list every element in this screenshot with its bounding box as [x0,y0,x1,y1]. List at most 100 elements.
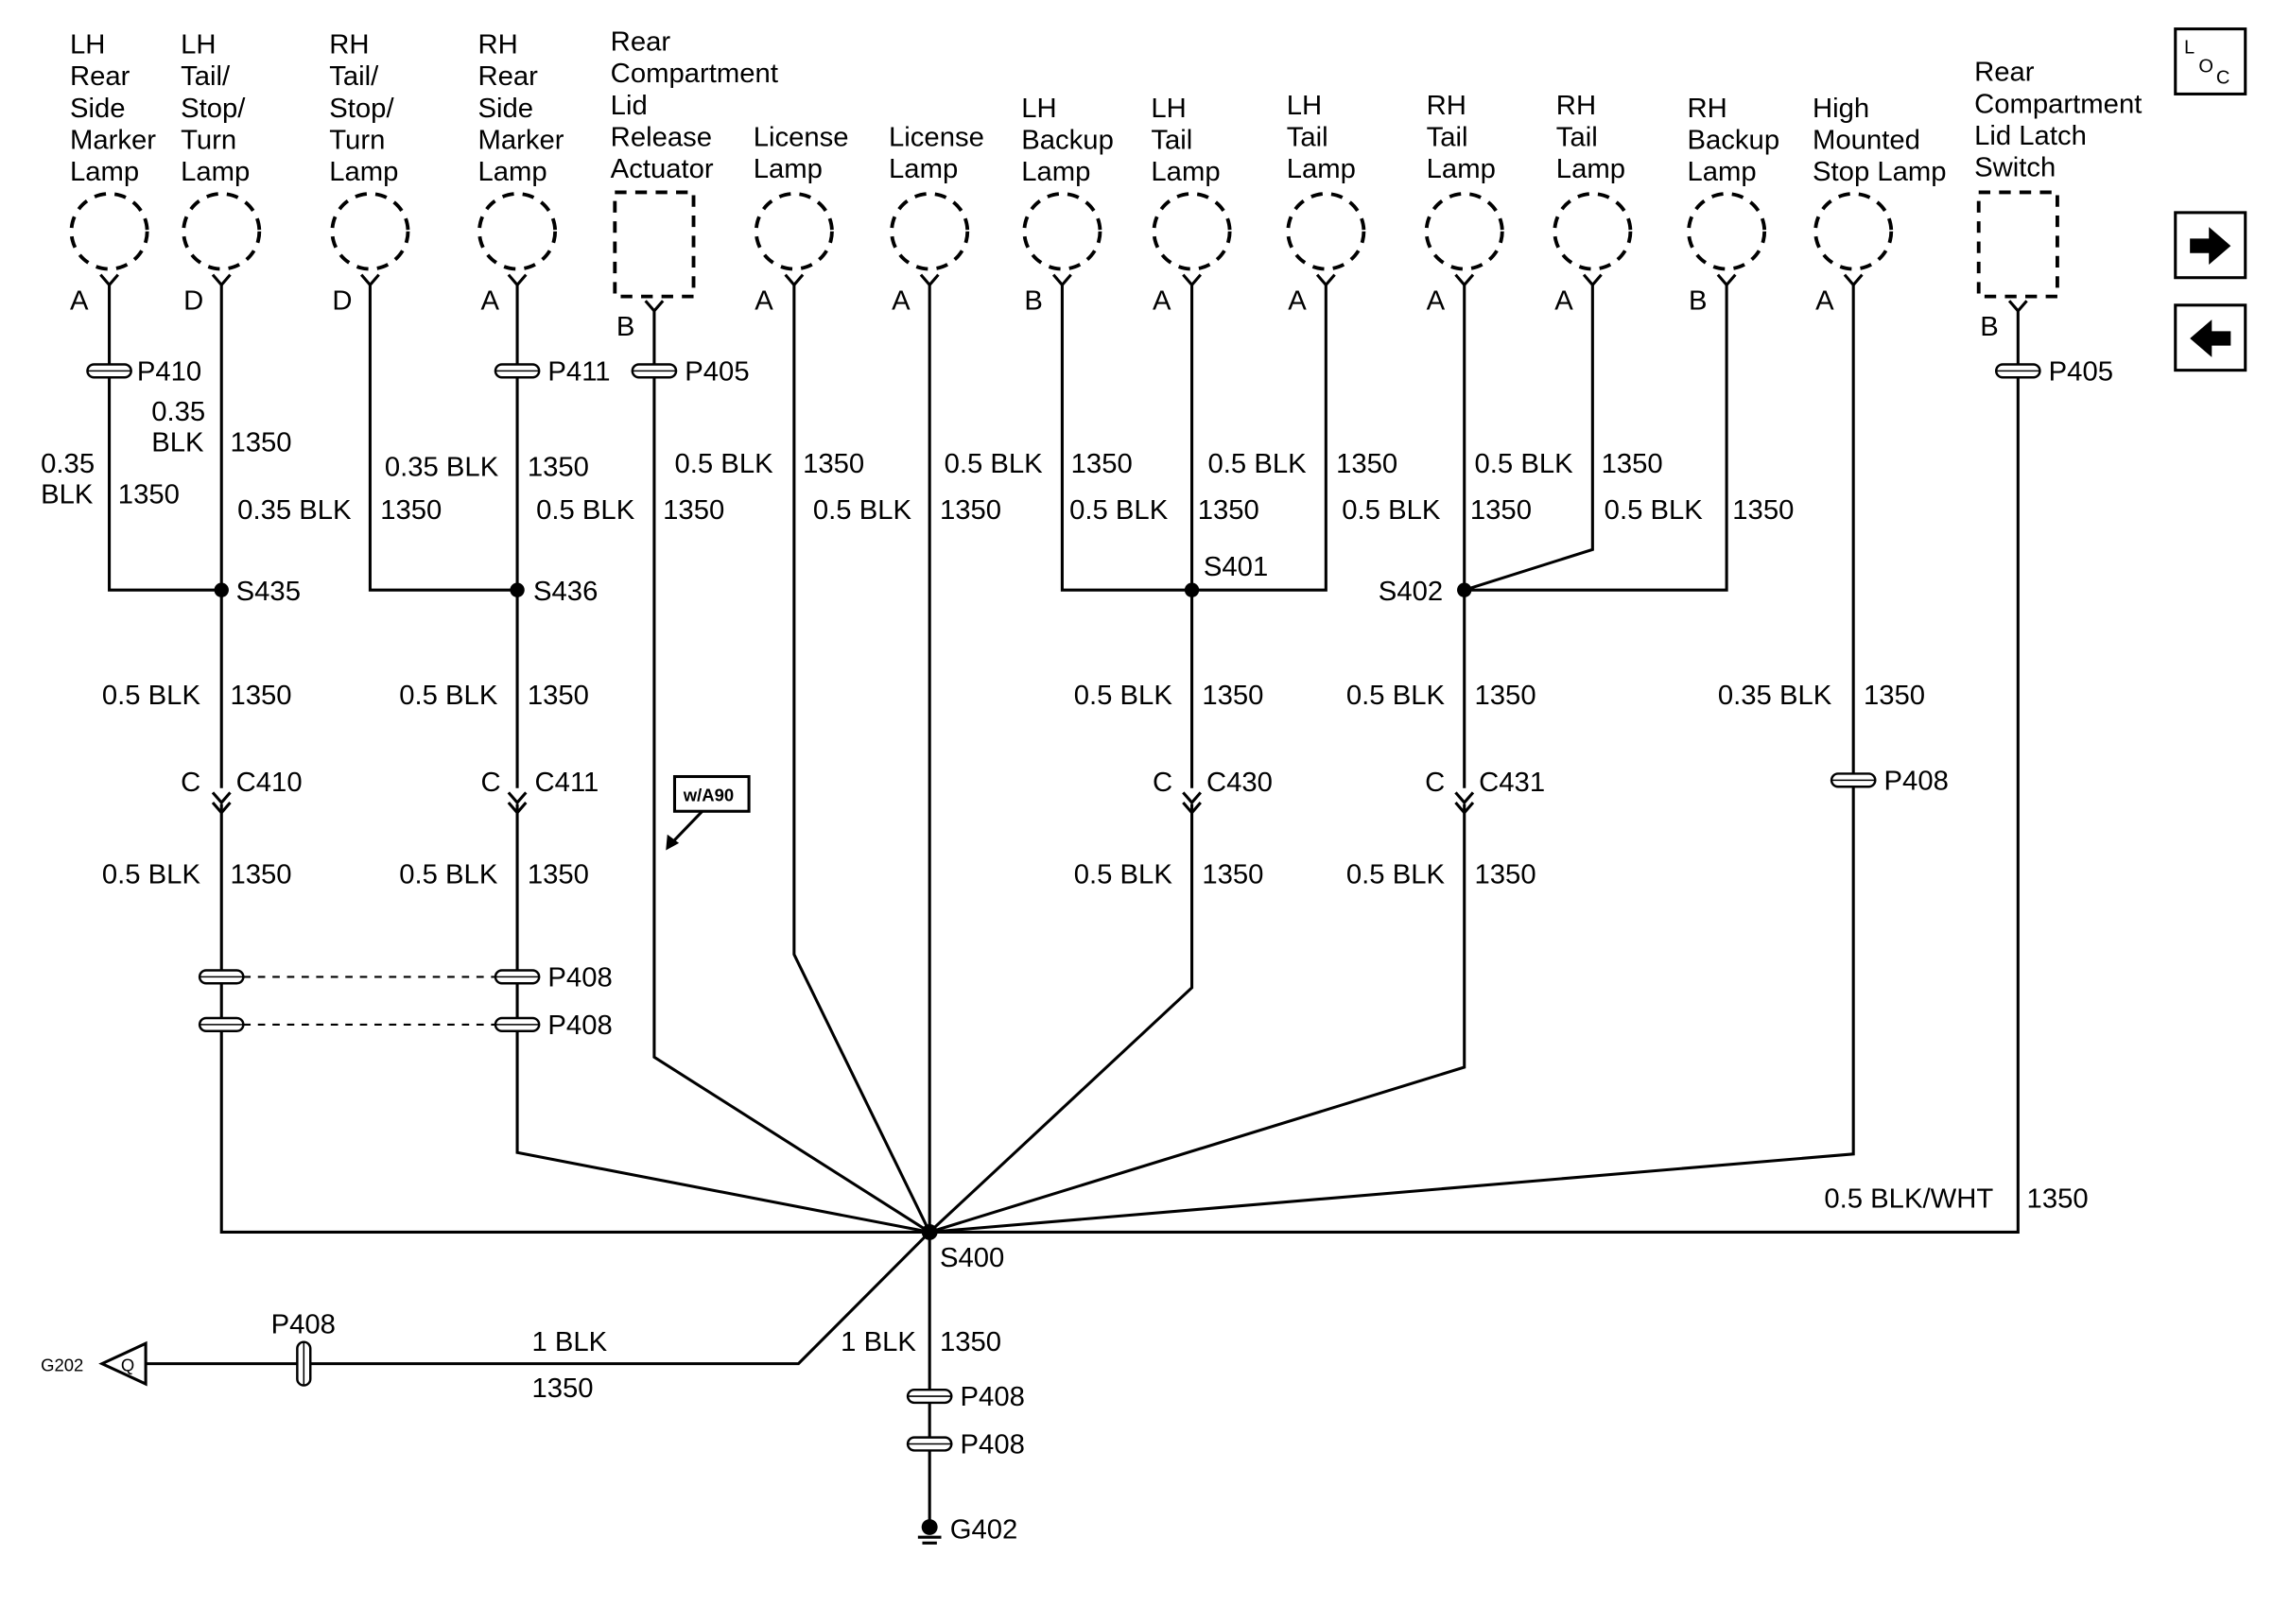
terminal-icon [1843,273,1864,287]
connector-label-c411: C411 [535,768,599,798]
circuit-label: 1350 [803,449,864,479]
back-arrow-button[interactable] [2174,303,2247,372]
circuit-label: 1350 [1336,449,1397,479]
wire-label: 1 BLK [531,1327,607,1357]
label-high-mounted-stop-lamp: High Mounted Stop Lamp [1813,94,1947,187]
wire-rh-tail-backup [1464,285,1728,592]
label-rh-tail-lamp-1: RH Tail Lamp [1427,91,1496,184]
pin-label: B [1024,285,1043,316]
circuit-label: 1350 [940,495,1001,526]
switch-box-icon [1976,190,2059,299]
terminal-icon [211,273,232,287]
loc-icon-c: C [2216,68,2230,89]
wires [108,285,2020,1522]
pin-label: A [1288,285,1307,316]
connector-pin-c: C [1425,768,1445,798]
wire-labels: 0.35 BLK 1350 0.35 BLK 1350 0.35 BLK 135… [41,397,2089,1404]
splice-label-s436: S436 [533,577,598,607]
connector-label-p408: P408 [961,1430,1025,1460]
label-lh-tail-stop-turn-lamp: LH Tail/ Stop/ Turn Lamp [181,30,252,188]
wire-label: 0.5 BLK [1074,860,1173,890]
label-lh-tail-lamp-2: LH Tail Lamp [1287,91,1356,184]
wire-label: 0.5 BLK [1475,449,1574,479]
wire-s401-to-s400 [928,803,1194,1234]
wire-gauge-label: 0.35 [41,449,95,479]
wire-label: 0.35 BLK [237,495,352,526]
splice-dot [510,582,525,597]
wire-lh-rear-side-marker [108,285,222,592]
lamp-icon [477,192,558,271]
label-rh-backup-lamp: RH Backup Lamp [1688,94,1788,187]
terminal-icon [507,273,528,287]
splice-label-s435: S435 [236,577,301,607]
circuit-label: 1350 [1864,681,1925,711]
terminal-icon [784,273,805,287]
wire-label: 0.5 BLK [102,681,201,711]
callout-leader-line [668,810,703,846]
lamp-icon [1553,192,1633,271]
connector-pin-c: C [1153,768,1172,798]
wire-label: 0.5 BLK [1346,681,1446,711]
connector-label-c410: C410 [236,768,303,798]
pin-label: A [1427,285,1446,316]
label-rear-compartment-lid-release-actuator: Rear Compartment Lid Release Actuator [611,27,786,185]
wire-gauge-label: 0.35 [151,397,205,427]
circuit-label: 1350 [528,452,589,482]
ground-label-g402: G402 [950,1515,1018,1546]
label-rh-tail-stop-turn-lamp: RH Tail/ Stop/ Turn Lamp [329,30,401,188]
terminal-icon [919,273,940,287]
loc-icon[interactable]: L O C [2174,27,2247,95]
wire-label: 0.5 BLK [1346,860,1446,890]
lamp-icon [330,192,410,271]
wire-label: 0.5 BLK [1208,449,1308,479]
pin-letters: A D D A B A A B A A A A B A B [70,285,1999,341]
circuit-label: 1350 [2027,1184,2089,1215]
wire-s402-to-s400 [928,803,1466,1234]
loc-icon-o: O [2198,57,2213,78]
pin-label: A [1815,285,1834,316]
splice-dot [1457,582,1472,597]
forward-arrow-button[interactable] [2174,211,2247,280]
terminal-icon [1051,273,1072,287]
wire-label: 0.5 BLK [399,860,498,890]
splice-dot [921,1224,938,1240]
circuit-label: 1350 [1602,449,1663,479]
circuit-label: 1350 [1202,681,1263,711]
loc-icon-box[interactable] [2174,27,2247,95]
forward-button-box[interactable] [2174,211,2247,280]
terminal-icon [2007,300,2028,314]
circuit-label: 1350 [1475,681,1536,711]
splice-dot [1184,582,1200,597]
circuit-label: 1350 [1475,860,1536,890]
wire-label: 0.5 BLK [1074,681,1173,711]
label-lh-backup-lamp: LH Backup Lamp [1021,94,1121,187]
label-rh-rear-side-marker-lamp: RH Rear Side Marker Lamp [477,30,571,188]
label-rh-tail-lamp-2: RH Tail Lamp [1556,91,1625,184]
wire-label: 0.5 BLK [945,449,1044,479]
lamp-icon [890,192,970,271]
c-connector-symbols [211,791,1475,816]
pin-label: A [1153,285,1171,316]
circuit-label: 1350 [1470,495,1532,526]
lamp-icon [1813,192,1894,271]
connector-pin-c: C [481,768,501,798]
connector-pin-c: C [181,768,200,798]
ground-g402: G402 [917,1515,1018,1546]
circuit-label: 1350 [1198,495,1259,526]
option-callout-label: w/A90 [683,786,734,805]
wire-label: 0.35 BLK [1718,681,1832,711]
label-license-lamp-2: License Lamp [889,123,992,185]
lamp-icon [1022,192,1102,271]
ground-g202: Q G202 [41,1340,147,1387]
terminal-icon [1454,273,1475,287]
circuit-label: 1350 [663,495,724,526]
wire-lid-latch-switch [929,310,2020,1234]
circuit-label: 1350 [230,860,291,890]
wire-license-lamp-1 [792,285,931,1234]
connector-label-p410: P410 [137,356,201,387]
wire-label: 0.5 BLK [536,495,635,526]
lamp-icon [1687,192,1767,271]
terminal-icon [360,273,380,287]
chevron-connector-icon [507,791,528,816]
